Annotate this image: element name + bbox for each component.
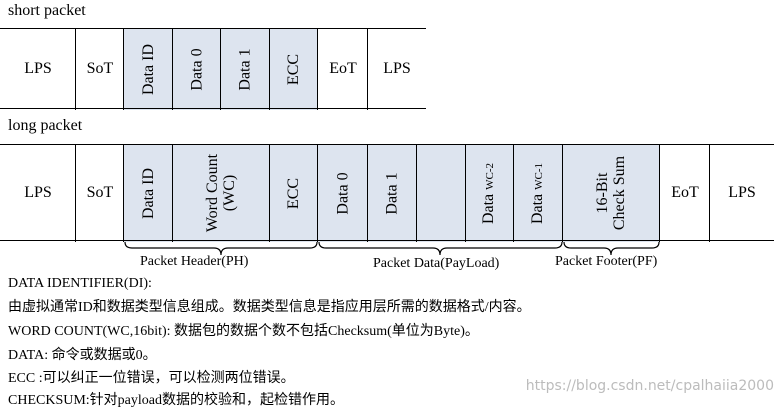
long-divider — [123, 144, 124, 242]
long-divider — [317, 144, 318, 242]
long-eot: EoT — [660, 144, 710, 242]
long-lps-left-label: LPS — [24, 184, 52, 201]
short-divider — [172, 28, 173, 110]
data-wc1-sub: WC-1 — [533, 162, 545, 190]
short-divider — [367, 28, 368, 110]
long-divider — [269, 144, 270, 242]
data-wc2-main: Data — [480, 193, 498, 224]
short-data0: Data 0 — [173, 28, 221, 110]
data-wc1-main: Data — [529, 193, 546, 224]
note-data-identifier-desc: 由虚拟通常ID和数据类型信息组成。数据类型信息是指应用层所需的数据格式/内容。 — [8, 300, 531, 315]
long-data-wc2-label: Data WC-2 — [481, 162, 500, 223]
long-data-ellipsis — [417, 144, 466, 242]
long-sot: SoT — [76, 144, 124, 242]
short-divider — [220, 28, 221, 110]
long-ecc-label: ECC — [285, 177, 303, 209]
long-divider — [513, 144, 514, 242]
note-word-count: WORD COUNT(WC,16bit): 数据包的数据个数不包括Checksu… — [8, 324, 479, 339]
note-data-identifier: DATA IDENTIFIER(DI): — [8, 276, 152, 291]
long-data-wc1-label: Data WC-1 — [529, 162, 548, 223]
short-lps-right-label: LPS — [383, 60, 411, 77]
header-brace — [124, 241, 318, 256]
long-divider — [75, 144, 76, 242]
long-data0-label: Data 0 — [334, 171, 352, 215]
long-top-border — [0, 144, 774, 145]
long-lps-right-label: LPS — [728, 184, 756, 201]
short-top-border — [0, 28, 426, 29]
short-data0-label: Data 0 — [188, 47, 206, 91]
short-lps-left: LPS — [0, 28, 76, 110]
long-word-count: Word Count (WC) — [173, 144, 270, 242]
short-bottom-border — [0, 108, 426, 109]
checksum-line2: Check Sum — [611, 155, 629, 231]
long-divider — [465, 144, 466, 242]
long-lps-left: LPS — [0, 144, 76, 242]
long-lps-right: LPS — [710, 144, 774, 242]
short-packet-diagram: LPS SoT Data ID Data 0 Data 1 ECC EoT LP… — [0, 28, 784, 110]
payload-brace-label: Packet Data(PayLoad) — [373, 256, 500, 271]
note-ecc: ECC :可以纠正一位错误，可以检测两位错误。 — [8, 371, 295, 386]
word-count-line2: (WC) — [221, 174, 239, 212]
short-sot-label: SoT — [86, 60, 114, 77]
short-lps-left-label: LPS — [24, 60, 52, 77]
short-divider — [269, 28, 270, 110]
data-wc2-sub: WC-2 — [484, 162, 497, 190]
long-checksum-label: 16-Bit Check Sum — [595, 156, 629, 230]
long-data1-label: Data 1 — [383, 171, 401, 215]
long-checksum: 16-Bit Check Sum — [563, 144, 660, 242]
long-sot-label: SoT — [86, 184, 114, 201]
short-sot: SoT — [76, 28, 124, 110]
header-brace-label: Packet Header(PH) — [140, 254, 249, 269]
short-divider — [317, 28, 318, 110]
long-divider — [416, 144, 417, 242]
short-divider — [123, 28, 124, 110]
short-divider — [75, 28, 76, 110]
long-ecc: ECC — [270, 144, 318, 242]
short-data1: Data 1 — [221, 28, 270, 110]
short-data-id: Data ID — [124, 28, 173, 110]
short-data-id-label: Data ID — [140, 43, 157, 95]
long-data-id: Data ID — [124, 144, 173, 242]
long-divider — [659, 144, 660, 242]
short-lps-right: LPS — [368, 28, 426, 110]
note-data: DATA: 命令或数据或0。 — [8, 348, 157, 363]
checksum-line1: 16-Bit — [594, 172, 612, 214]
long-divider — [709, 144, 710, 242]
long-data1: Data 1 — [368, 144, 417, 242]
long-word-count-label: Word Count (WC) — [204, 154, 238, 232]
short-packet-title: short packet — [8, 2, 86, 19]
footer-brace — [563, 241, 660, 256]
long-eot-label: EoT — [671, 184, 699, 201]
long-data-wc1: Data WC-1 — [514, 144, 563, 242]
footer-brace-label: Packet Footer(PF) — [555, 254, 658, 269]
short-data1-label: Data 1 — [236, 47, 254, 91]
short-eot: EoT — [318, 28, 368, 110]
long-divider — [172, 144, 173, 242]
long-packet-diagram: LPS SoT Data ID Word Count (WC) ECC Data… — [0, 144, 784, 242]
short-ecc-label: ECC — [285, 53, 303, 85]
word-count-line1: Word Count — [204, 153, 222, 233]
note-checksum: CHECKSUM:针对payload数据的校验和，起检错作用。 — [8, 393, 344, 408]
long-data-wc2: Data WC-2 — [466, 144, 514, 242]
long-bottom-border — [0, 240, 774, 241]
long-data-id-label: Data ID — [140, 167, 157, 219]
long-packet-title: long packet — [8, 117, 83, 134]
payload-brace — [318, 241, 563, 256]
long-divider — [562, 144, 563, 242]
long-data0: Data 0 — [318, 144, 368, 242]
watermark: https://blog.csdn.net/cpalhaiia2000 — [525, 378, 774, 394]
short-ecc: ECC — [270, 28, 318, 110]
long-divider — [367, 144, 368, 242]
short-eot-label: EoT — [329, 60, 357, 77]
